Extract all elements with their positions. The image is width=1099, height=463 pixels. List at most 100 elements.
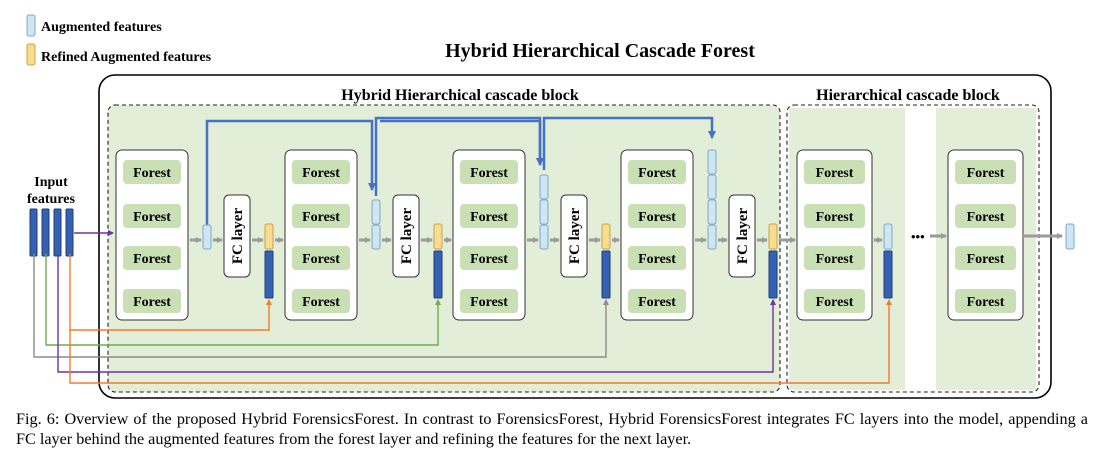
fc-layer-label: FC layer: [230, 208, 246, 265]
fc-layer-box: [223, 194, 251, 278]
augmented-feature: [707, 199, 717, 225]
forest-node: [804, 204, 865, 228]
augmented-feature: [883, 223, 893, 250]
feedback-orange: [69, 254, 272, 331]
forest-label: Forest: [816, 295, 854, 310]
skip-connection: [205, 119, 376, 225]
architecture-diagram: Augmented features Refined Augmented fea…: [26, 14, 1075, 399]
refined-feature: [601, 223, 611, 250]
fc-layer-label: FC layer: [399, 208, 415, 265]
refined-feature: [768, 223, 778, 250]
forest-node: [292, 289, 350, 313]
forest-node: [804, 246, 865, 270]
forest-layer: [284, 149, 358, 321]
output-feature: [1065, 223, 1075, 250]
legend: Augmented features Refined Augmented fea…: [26, 14, 212, 66]
forest-label: Forest: [967, 252, 1005, 267]
forest-node: [292, 160, 350, 184]
legend-augmented-label: Augmented features: [41, 20, 162, 35]
refined-input-feature: [768, 250, 778, 299]
feedback-orange: [69, 299, 892, 384]
ellipsis: •••: [911, 229, 925, 244]
feedback-green: [45, 254, 441, 346]
augmented-feature: [371, 199, 381, 225]
forest-label: Forest: [967, 166, 1005, 181]
hybrid-cascade-block: [107, 104, 781, 393]
forest-label: Forest: [967, 295, 1005, 310]
legend-augmented-swatch: [26, 14, 36, 37]
forest-node: [628, 289, 686, 313]
skip-connection: [542, 116, 716, 170]
input-feature-bar: [41, 208, 50, 257]
forest-label: Forest: [816, 166, 854, 181]
forest-node: [955, 246, 1016, 270]
refined-feature: [264, 223, 274, 250]
fc-layer-box: [728, 194, 756, 278]
forest-node: [460, 246, 518, 270]
augmented-feature: [707, 149, 717, 175]
forest-node: [628, 204, 686, 228]
forest-node: [123, 160, 181, 184]
fc-layer-box: [392, 194, 420, 278]
forest-node: [804, 160, 865, 184]
legend-refined-swatch: [26, 43, 36, 66]
figure-caption: Fig. 6: Overview of the proposed Hybrid …: [16, 410, 1088, 448]
forest-node: [460, 289, 518, 313]
forest-node: [292, 204, 350, 228]
forest-label: Forest: [470, 295, 508, 310]
forest-node: [955, 160, 1016, 184]
forest-layer: [620, 149, 694, 321]
refined-input-feature: [601, 250, 611, 299]
hierarchical-cascade-block: [786, 104, 1040, 393]
forest-node: [460, 160, 518, 184]
forest-node: [123, 289, 181, 313]
augmented-feature: [371, 224, 381, 250]
forest-label: Forest: [470, 166, 508, 181]
input-feature-bar: [29, 208, 38, 257]
forest-label: Forest: [470, 252, 508, 267]
forest-node: [955, 289, 1016, 313]
refined-input-feature: [433, 250, 443, 299]
skip-connection: [380, 119, 544, 166]
diagram-title: Hybrid Hierarchical Cascade Forest: [445, 40, 755, 62]
forest-label: Forest: [638, 210, 676, 225]
forest-label: Forest: [302, 252, 340, 267]
augmented-feature: [539, 224, 549, 250]
forest-node: [804, 289, 865, 313]
cascade-block-label: Hierarchical cascade block: [816, 87, 1000, 104]
forest-label: Forest: [133, 252, 171, 267]
input-label-line2: features: [27, 192, 75, 207]
refined-input-feature: [883, 250, 893, 299]
forest-node: [628, 246, 686, 270]
forest-layer: [796, 149, 873, 321]
legend-refined-label: Refined Augmented features: [41, 50, 212, 65]
forest-label: Forest: [470, 210, 508, 225]
hybrid-block-label: Hybrid Hierarchical cascade block: [341, 87, 579, 104]
refined-input-feature: [264, 250, 274, 299]
fc-layer-label: FC layer: [735, 208, 751, 265]
forest-label: Forest: [302, 210, 340, 225]
forest-label: Forest: [302, 295, 340, 310]
feedback-gray: [33, 254, 609, 358]
augmented-feature: [707, 174, 717, 200]
forest-node: [955, 204, 1016, 228]
forest-node: [123, 204, 181, 228]
forest-label: Forest: [133, 295, 171, 310]
forest-label: Forest: [133, 210, 171, 225]
forest-node: [460, 204, 518, 228]
forest-label: Forest: [302, 166, 340, 181]
connection-lines: [33, 116, 892, 384]
forest-node: [123, 246, 181, 270]
augmented-feature: [539, 174, 549, 200]
augmented-feature: [202, 224, 212, 250]
input-feature-bar: [65, 208, 74, 257]
augmented-feature: [707, 224, 717, 250]
refined-feature: [433, 223, 443, 250]
augmented-feature: [539, 199, 549, 225]
forest-label: Forest: [133, 166, 171, 181]
feedback-purple: [57, 254, 776, 373]
input-feature-bar: [53, 208, 62, 257]
input-features: Input features: [27, 175, 76, 257]
forest-layer: [115, 149, 189, 321]
